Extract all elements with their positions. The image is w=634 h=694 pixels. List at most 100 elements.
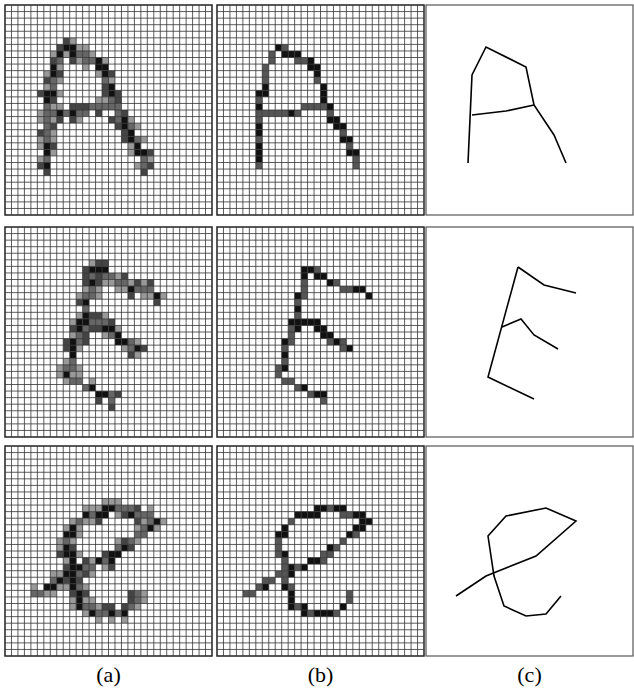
pixel <box>109 385 115 392</box>
pixel <box>63 358 69 365</box>
pixel <box>83 280 89 287</box>
grid-line <box>217 142 424 143</box>
pixel <box>321 398 327 405</box>
pixel <box>115 90 121 97</box>
pixel <box>57 84 63 91</box>
pixel <box>275 544 281 551</box>
pixel <box>83 564 89 571</box>
panel-label: (b) <box>308 662 334 688</box>
pixel <box>128 531 134 538</box>
pixel <box>288 584 294 591</box>
grid-line <box>5 364 212 365</box>
pixel <box>288 597 294 604</box>
pixel <box>44 117 50 124</box>
pixel <box>321 325 327 332</box>
pixel <box>63 58 69 65</box>
pixel <box>147 156 153 163</box>
pixel <box>256 123 262 130</box>
grid-line <box>5 557 212 558</box>
pixel <box>89 564 95 571</box>
pixel <box>134 604 140 611</box>
pixel <box>83 64 89 71</box>
pixel <box>89 558 95 565</box>
grid-line <box>398 5 399 215</box>
pixel <box>89 306 95 313</box>
pixel <box>141 163 147 170</box>
pixel <box>288 325 294 332</box>
pixel <box>96 391 102 398</box>
pixel <box>333 544 339 551</box>
grid-line <box>217 623 424 624</box>
pixel <box>37 110 43 117</box>
grid-line <box>217 149 424 150</box>
pixel <box>275 365 281 372</box>
pixel <box>301 512 307 519</box>
grid-line <box>404 227 405 437</box>
pixel <box>102 77 108 84</box>
grid-line <box>5 201 212 202</box>
grid-line <box>173 5 174 215</box>
pixel <box>96 610 102 617</box>
pixel <box>50 163 56 170</box>
pixel <box>83 312 89 319</box>
pixel <box>70 378 76 385</box>
pixel <box>109 391 115 398</box>
pixel <box>83 44 89 51</box>
pixel <box>70 531 76 538</box>
pixel <box>76 332 82 339</box>
pixel <box>243 590 249 597</box>
grid-line <box>127 5 128 215</box>
pixel <box>147 518 153 525</box>
pixel <box>314 391 320 398</box>
panel-label: (a) <box>96 662 120 688</box>
grid-line <box>186 227 187 437</box>
pixel <box>141 518 147 525</box>
grid-line <box>217 616 424 617</box>
pixel <box>37 130 43 137</box>
pixel <box>115 544 121 551</box>
pixel <box>256 143 262 150</box>
pixel <box>89 312 95 319</box>
pixel <box>128 352 134 359</box>
grid-line <box>205 227 206 437</box>
pixel <box>44 136 50 143</box>
pixel <box>308 266 314 273</box>
pixel <box>115 512 121 519</box>
pixel <box>89 273 95 280</box>
pixel <box>63 577 69 584</box>
pixel <box>89 391 95 398</box>
grid-line <box>5 195 212 196</box>
pixel <box>154 293 160 300</box>
grid-line <box>404 446 405 656</box>
pixel <box>295 312 301 319</box>
pixel <box>102 558 108 565</box>
stroke-line <box>472 105 534 115</box>
pixel <box>321 97 327 104</box>
grid-line <box>5 149 212 150</box>
grid-line <box>114 227 115 437</box>
grid-line <box>217 557 424 558</box>
pixel <box>109 280 115 287</box>
pixel <box>102 71 108 78</box>
pixel <box>121 610 127 617</box>
pixel <box>128 280 134 287</box>
pixel <box>76 319 82 326</box>
pixel <box>76 299 82 306</box>
pixel <box>70 525 76 532</box>
pixel <box>89 385 95 392</box>
pixel <box>128 518 134 525</box>
pixel <box>76 577 82 584</box>
pixel <box>121 136 127 143</box>
grid-line <box>5 384 212 385</box>
pixel <box>44 156 50 163</box>
pixel <box>262 110 268 117</box>
pixel <box>37 117 43 124</box>
grid-line <box>5 636 212 637</box>
pixel <box>50 97 56 104</box>
pixel <box>128 123 134 130</box>
pixel <box>115 551 121 558</box>
grid-line <box>5 603 212 604</box>
pixel <box>76 571 82 578</box>
pixel <box>57 71 63 78</box>
pixel <box>44 97 50 104</box>
